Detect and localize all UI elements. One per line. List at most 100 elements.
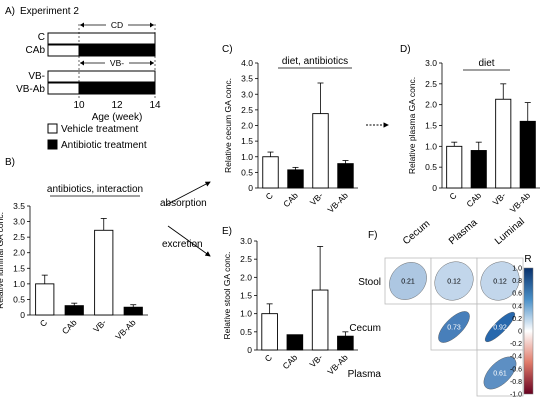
panel-e-xtick-label: VB-Ab bbox=[325, 352, 350, 377]
week-tick-14: 14 bbox=[149, 100, 161, 111]
excretion-arrow bbox=[167, 225, 211, 257]
panel-e-xtick-label: C bbox=[263, 352, 274, 363]
heatmap-col-label: Cecum bbox=[401, 218, 432, 247]
heatmap-ellipse bbox=[434, 261, 474, 301]
panel-e-xtick-label: CAb bbox=[281, 352, 300, 371]
panel-b-ytick-label: 1.0 bbox=[13, 279, 25, 289]
vb-label-bg bbox=[105, 57, 129, 68]
panel-e-ytick-label: 0 bbox=[247, 345, 252, 355]
panel-d-ytick-label: 2.0 bbox=[425, 100, 437, 110]
panel-d-ytick-label: 3.0 bbox=[425, 58, 437, 68]
timeline-cab-vehicle bbox=[47, 44, 80, 57]
panel-b-bar-vb bbox=[94, 229, 114, 316]
panel-a-title: Experiment 2 bbox=[20, 6, 79, 17]
heatmap-value-label: 0.12 bbox=[447, 279, 461, 286]
colorbar-tick-label: 0.8 bbox=[512, 278, 522, 285]
colorbar-tick-label: -0.4 bbox=[510, 354, 522, 361]
panel-d-ytick-label: 0.5 bbox=[425, 162, 437, 172]
panel-d-xtick-label: VB- bbox=[491, 190, 508, 207]
panel-b-ytick-label: 1.5 bbox=[13, 263, 25, 273]
panel-d-ytick-label: 2.5 bbox=[425, 79, 437, 89]
group-label-vbab: VB-Ab bbox=[16, 84, 45, 95]
panel-d-letter: D) bbox=[400, 44, 411, 55]
panel-e-ytick-label: 1.0 bbox=[240, 309, 252, 319]
panel-c-annotation: diet, antibiotics bbox=[282, 56, 348, 67]
panel-a: A) Experiment 2 C CAb VB- VB-Ab CD VB- 1… bbox=[5, 6, 161, 151]
panel-e-ytick-label: 3.0 bbox=[240, 236, 252, 246]
colorbar-tick-label: -0.8 bbox=[510, 379, 522, 386]
panel-c-ytick-label: 0.5 bbox=[241, 167, 253, 177]
panel-d-xtick-label: CAb bbox=[464, 190, 483, 209]
panel-e-bar-vbab bbox=[337, 335, 354, 351]
heatmap-row-label: Plasma bbox=[348, 369, 382, 380]
cd-label: CD bbox=[111, 20, 123, 30]
heatmap-ellipse bbox=[438, 311, 470, 343]
week-axis-label: Age (week) bbox=[92, 112, 143, 123]
panel-d-xtick-label: VB-Ab bbox=[508, 190, 533, 215]
panel-c-ytick-label: 3.5 bbox=[241, 74, 253, 84]
panel-b-annotation: antibiotics, interaction bbox=[47, 184, 143, 195]
panel-e-bar-vb bbox=[311, 289, 329, 351]
panel-b-xtick-label: VB-Ab bbox=[113, 317, 138, 342]
heatmap-row-label: Stool bbox=[358, 277, 381, 288]
legend-antibiotic-label: Antibiotic treatment bbox=[61, 140, 147, 151]
panel-b-ytick-label: 2.5 bbox=[13, 232, 25, 242]
legend-vehicle-label: Vehicle treatment bbox=[61, 124, 138, 135]
panel-c-bar-vbab bbox=[337, 163, 354, 189]
colorbar bbox=[523, 267, 534, 395]
legend-vehicle-swatch bbox=[47, 123, 58, 134]
vb-label: VB- bbox=[110, 58, 124, 68]
panel-b-xtick-label: C bbox=[38, 317, 49, 328]
group-label-cab: CAb bbox=[26, 45, 46, 56]
panel-b-ytick-label: 0.5 bbox=[13, 294, 25, 304]
panel-c-y-title: Relative cecum GA conc. bbox=[223, 78, 233, 173]
panel-e-ytick-label: 2.0 bbox=[240, 272, 252, 282]
legend-antibiotic-swatch bbox=[47, 139, 58, 150]
colorbar-tick-label: 0.6 bbox=[512, 291, 522, 298]
week-tick-12: 12 bbox=[111, 100, 123, 111]
panel-d-bar-cab bbox=[470, 150, 487, 189]
heatmap-value-label: 0.21 bbox=[401, 279, 415, 286]
panel-c-ytick-label: 3.0 bbox=[241, 89, 253, 99]
panel-b-ytick-label: 3.0 bbox=[13, 217, 25, 227]
heatmap-ellipse bbox=[389, 262, 427, 300]
heatmap-value-label: 0.61 bbox=[493, 371, 507, 378]
week-tick-10: 10 bbox=[73, 100, 85, 111]
panel-c-ytick-label: 2.5 bbox=[241, 105, 253, 115]
panel-b-ytick-label: 3.5 bbox=[13, 201, 25, 211]
colorbar-tick-label: 1.0 bbox=[512, 266, 522, 273]
flow-arrows: absorption excretion bbox=[160, 122, 389, 257]
panel-d-y-title: Relative plasma GA conc. bbox=[407, 77, 417, 174]
panel-c-xtick-label: C bbox=[264, 190, 275, 201]
excretion-label: excretion bbox=[162, 239, 203, 250]
panel-c-ytick-label: 2.0 bbox=[241, 121, 253, 131]
panel-b-letter: B) bbox=[5, 157, 15, 168]
panel-b-bar-vbab bbox=[123, 306, 143, 316]
timeline-vbab-vehicle bbox=[47, 82, 80, 95]
timeline-vbab-antibiotic bbox=[78, 82, 156, 95]
colorbar-tick-label: -0.6 bbox=[510, 366, 522, 373]
panel-b-ytick-label: 2.0 bbox=[13, 248, 25, 258]
cd-label-bg bbox=[106, 19, 128, 30]
panel-e-letter: E) bbox=[222, 226, 232, 237]
panel-c-ytick-label: 1.0 bbox=[241, 152, 253, 162]
heatmap-value-label: 0.92 bbox=[493, 325, 507, 332]
panel-d-ytick-label: 1.0 bbox=[425, 141, 437, 151]
panel-c-xtick-label: CAb bbox=[281, 190, 300, 209]
absorption-arrow bbox=[165, 181, 211, 206]
panel-d-ytick-label: 0 bbox=[432, 183, 437, 193]
panel-c-bar-vb bbox=[312, 113, 329, 189]
panel-f-letter: F) bbox=[368, 230, 377, 241]
heatmap-ellipse bbox=[484, 311, 516, 343]
panel-a-letter: A) bbox=[5, 6, 15, 17]
heatmap-col-label: Plasma bbox=[447, 217, 480, 247]
colorbar-tick-label: -0.2 bbox=[510, 341, 522, 348]
timeline-cab-antibiotic bbox=[78, 44, 156, 57]
panel-e-ytick-label: 0.5 bbox=[240, 327, 252, 337]
panel-d-ytick-label: 1.5 bbox=[425, 121, 437, 131]
panel-d-bar-vb bbox=[495, 98, 512, 189]
panel-c-xtick-label: VB- bbox=[308, 190, 325, 207]
